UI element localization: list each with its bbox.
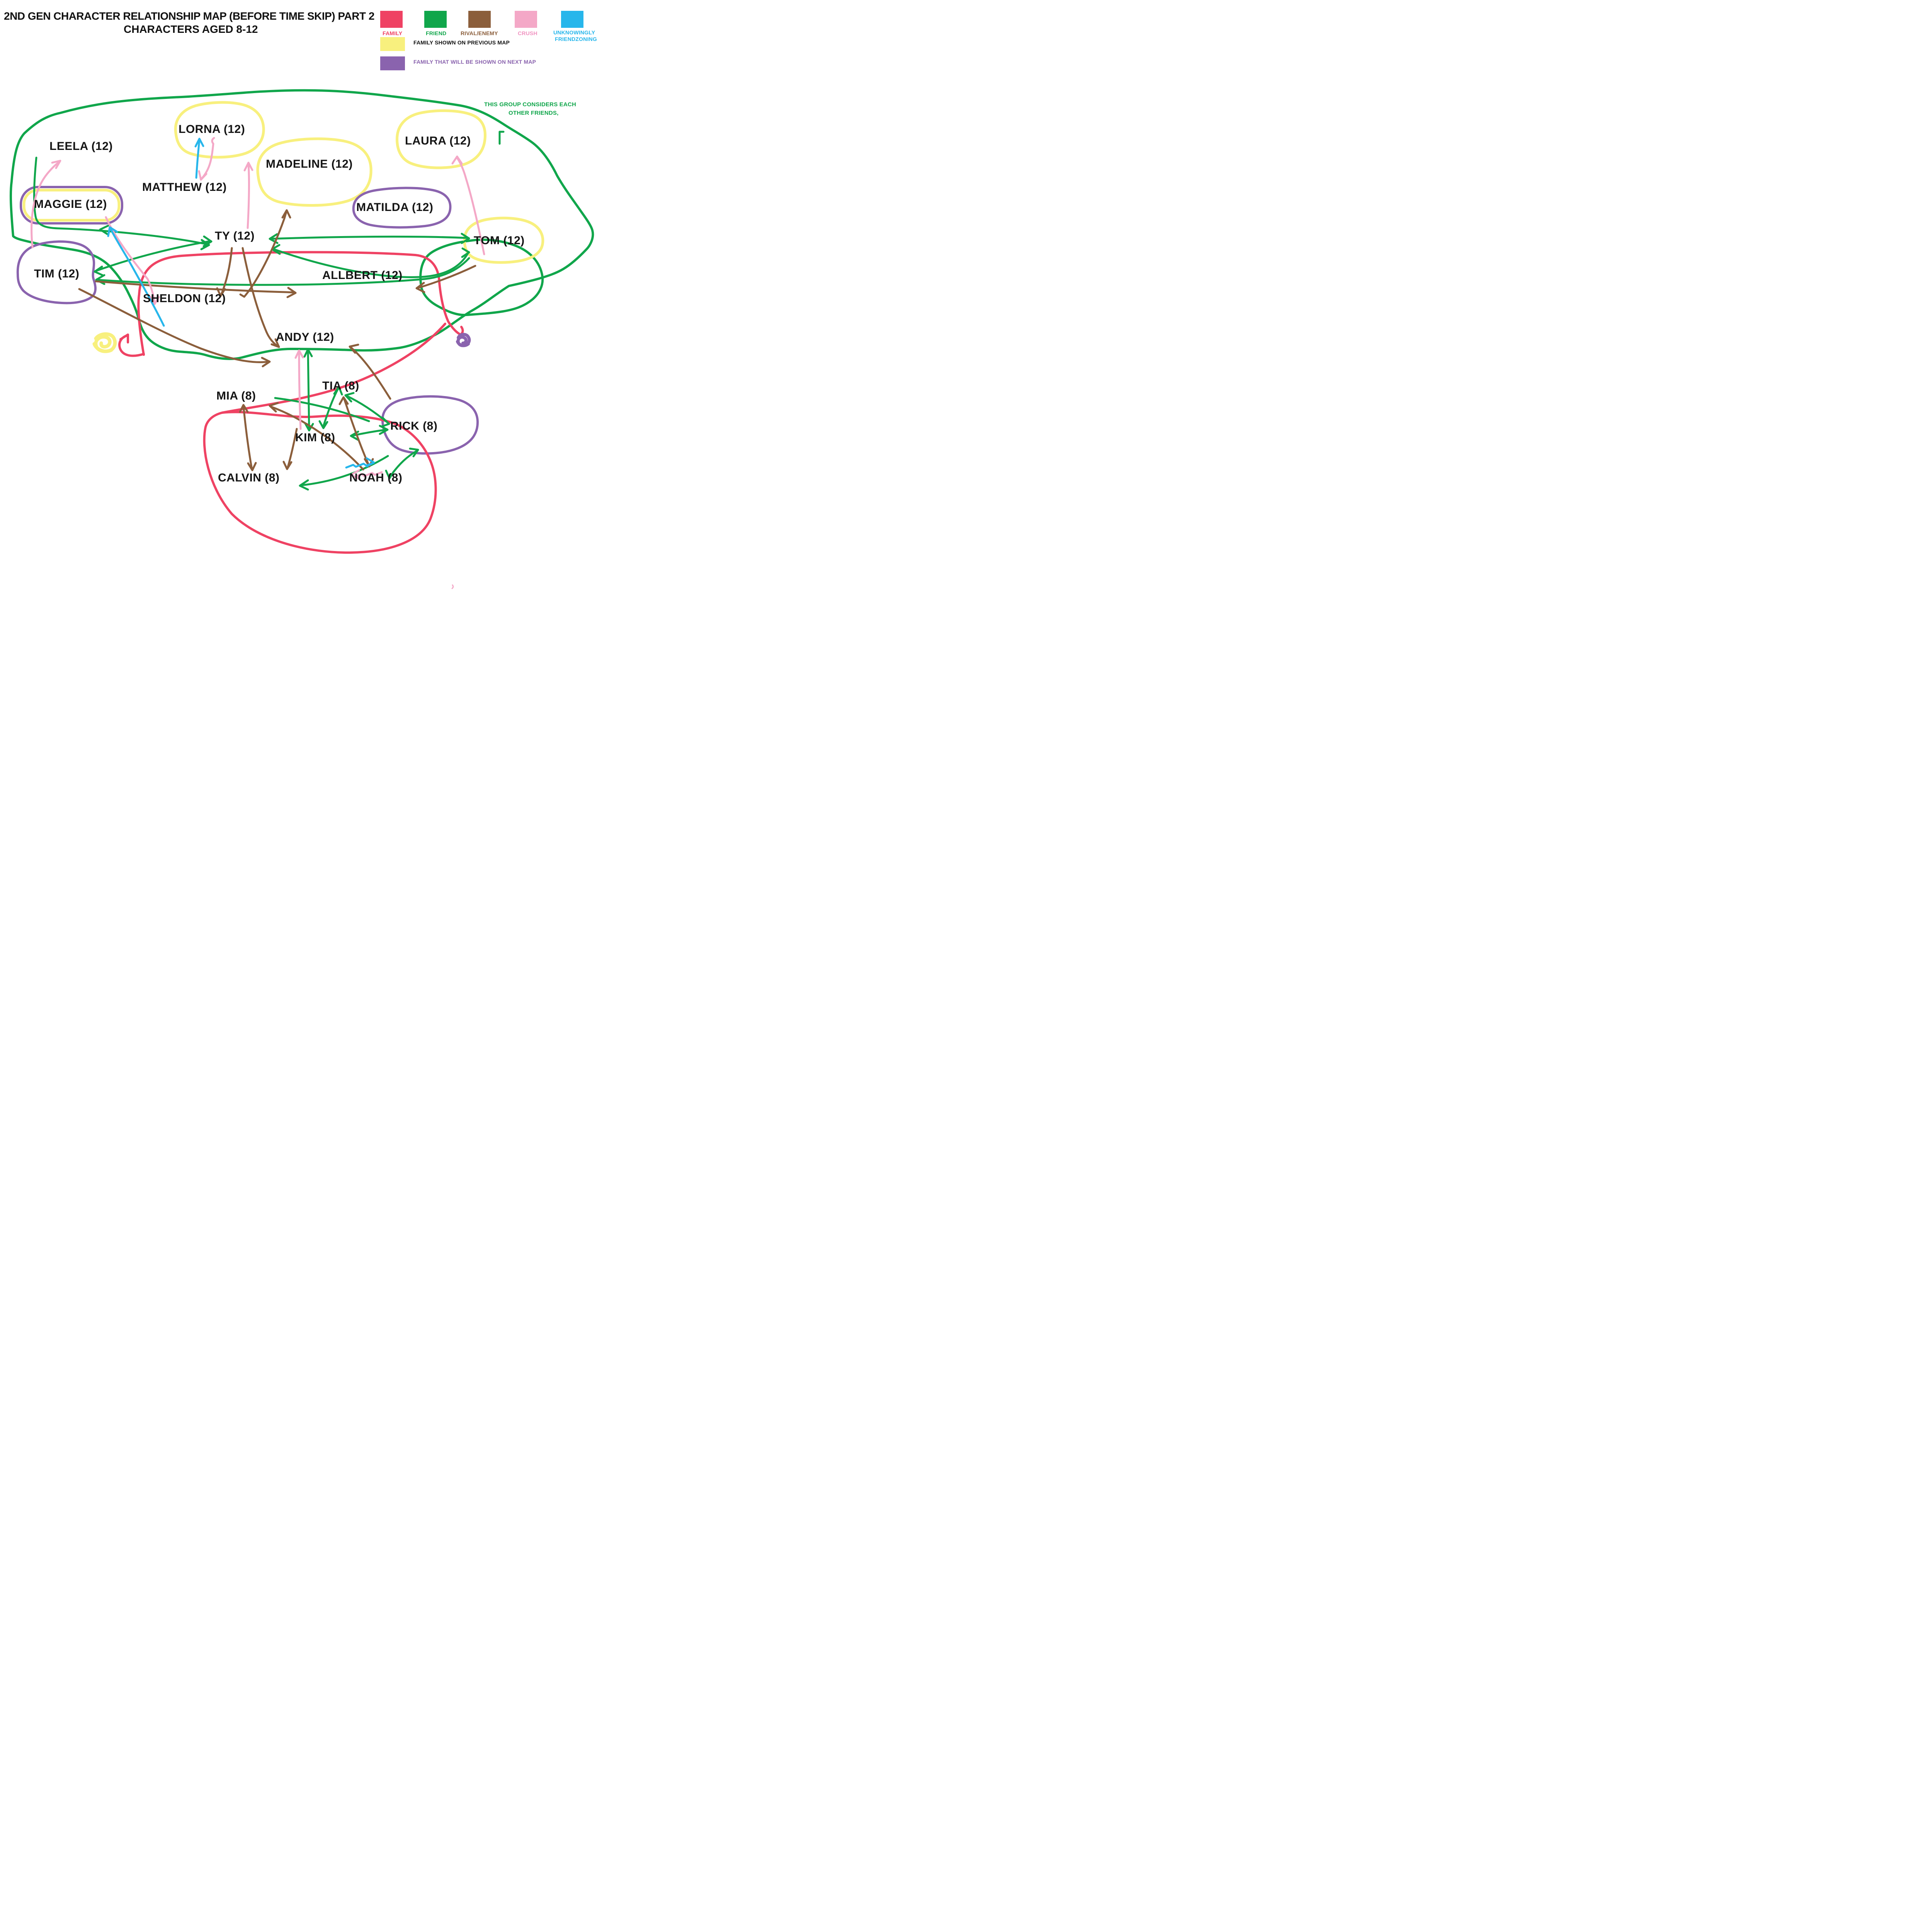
edge-friend-noah-rick <box>385 447 419 480</box>
edge-crush-lorna-matthew <box>198 137 215 181</box>
node-mia: MIA (8) <box>216 389 256 402</box>
edge-rival-tim-allbert <box>95 280 297 298</box>
tom-previous-map-blob <box>463 216 544 264</box>
maggie-next-map-rect <box>20 186 123 224</box>
edge-crush-tom-laura <box>451 155 485 255</box>
page-title-line2: CHARACTERS AGED 8-12 <box>124 23 258 35</box>
edge-friend-rick-tia <box>344 392 390 428</box>
node-kim: KIM (8) <box>295 431 335 444</box>
edge-crush-tim-leela <box>31 160 61 248</box>
node-matthew: MATTHEW (12) <box>142 181 227 194</box>
family-arrow-to-previous-map-scribble <box>118 333 145 357</box>
node-allbert: ALLBERT (12) <box>322 269 403 282</box>
family-bottom-blob <box>203 411 437 554</box>
matilda-next-map-blob <box>352 187 452 229</box>
stray-pink-mark <box>451 584 454 589</box>
edge-rival-mia-calvin <box>239 404 257 471</box>
legend-label-friend: FRIEND <box>426 30 447 36</box>
legend-label-rival: RIVAL/ENEMY <box>461 30 498 36</box>
family-arc-line <box>137 251 462 356</box>
edge-crush-kim-andy <box>294 349 304 430</box>
legend-chip-rival <box>468 11 491 28</box>
legend-label-previous-map: FAMILY SHOWN ON PREVIOUS MAP <box>413 39 510 46</box>
lorna-previous-map-blob <box>174 101 265 159</box>
edge-rival-ty-sheldon <box>216 247 233 297</box>
node-andy: ANDY (12) <box>276 331 334 344</box>
node-lorna: LORNA (12) <box>179 123 245 136</box>
maggie-previous-map-rect <box>22 189 121 222</box>
node-ty: TY (12) <box>215 230 255 242</box>
edge-friend-kim-tia <box>318 386 343 429</box>
edge-rival-tom-allbert <box>415 265 476 293</box>
legend-chip-next-map <box>380 56 405 70</box>
laura-previous-map-blob <box>396 109 486 169</box>
node-laura: LAURA (12) <box>405 134 471 147</box>
node-tom: TOM (12) <box>474 234 525 247</box>
node-sheldon: SHELDON (12) <box>143 292 226 305</box>
map-drawing <box>9 89 594 589</box>
legend-chip-family <box>380 11 403 28</box>
edge-friend-tom-tim <box>95 257 470 286</box>
node-rick: RICK (8) <box>390 420 438 432</box>
node-tim: TIM (12) <box>34 267 80 280</box>
legend-label-next-map: FAMILY THAT WILL BE SHOWN ON NEXT MAP <box>413 59 536 65</box>
legend-chip-friendzoning <box>561 11 583 28</box>
next-map-family-scribble <box>456 333 471 347</box>
node-calvin: CALVIN (8) <box>218 471 280 484</box>
family-line-to-mia <box>221 323 446 414</box>
node-leela: LEELA (12) <box>49 140 113 153</box>
previous-map-family-scribble <box>92 332 117 353</box>
edge-rival-sheldon-madeline <box>239 209 291 298</box>
edge-crush-rick-kim <box>350 469 383 480</box>
friend-circle-12s-blob <box>9 89 594 360</box>
tom-friend-subgroup-blob <box>419 238 544 316</box>
edge-friend-mia-rick <box>274 397 370 422</box>
edge-friend-ty-tom-upper <box>269 233 470 244</box>
edge-friendzoning-matthew-lorna <box>194 138 204 179</box>
edge-rival-rick-andy <box>349 344 391 400</box>
legend-chip-friend <box>424 11 447 28</box>
legend-chip-previous-map <box>380 37 405 51</box>
rick-next-map-blob <box>381 395 479 455</box>
annotation-bracket <box>498 131 505 145</box>
edge-friendzoning-kim-rick <box>345 457 375 469</box>
edge-rival-noah-mia <box>269 402 364 471</box>
relationship-map: 2ND GEN CHARACTER RELATIONSHIP MAP (BEFO… <box>0 0 606 606</box>
edge-rival-ty-andy <box>242 247 280 348</box>
node-madeline: MADELINE (12) <box>266 158 353 170</box>
edge-friend-kim-andy <box>303 348 314 432</box>
node-noah: NOAH (8) <box>349 471 403 484</box>
legend-chip-crush <box>515 11 537 28</box>
legend-label-crush: CRUSH <box>518 30 537 36</box>
edge-rival-tim-andy <box>78 288 271 367</box>
tim-next-map-blob <box>16 240 97 304</box>
legend-label-friendzoning-line1: UNKNOWINGLY <box>553 29 595 36</box>
edge-friend-maggie-ty <box>33 156 210 250</box>
edge-crush-maggie-sheldon <box>105 216 160 305</box>
node-maggie: MAGGIE (12) <box>34 198 107 211</box>
friend-group-annotation-line2: OTHER FRIENDS, <box>509 110 559 116</box>
legend-label-family: FAMILY <box>383 30 403 36</box>
edge-friendzoning-sheldon-maggie <box>107 226 165 327</box>
page-title-line1: 2ND GEN CHARACTER RELATIONSHIP MAP (BEFO… <box>4 10 374 22</box>
legend-label-friendzoning-line2: FRIENDZONING <box>555 36 597 42</box>
node-tia: TIA (8) <box>322 379 359 392</box>
madeline-previous-map-blob <box>256 137 372 207</box>
friend-group-annotation-line1: THIS GROUP CONSIDERS EACH <box>484 101 577 108</box>
edge-crush-ty-lorna <box>243 162 253 229</box>
edge-friend-rick-calvin <box>299 455 389 491</box>
edge-rival-kim-calvin <box>282 428 298 470</box>
node-matilda: MATILDA (12) <box>356 201 434 214</box>
